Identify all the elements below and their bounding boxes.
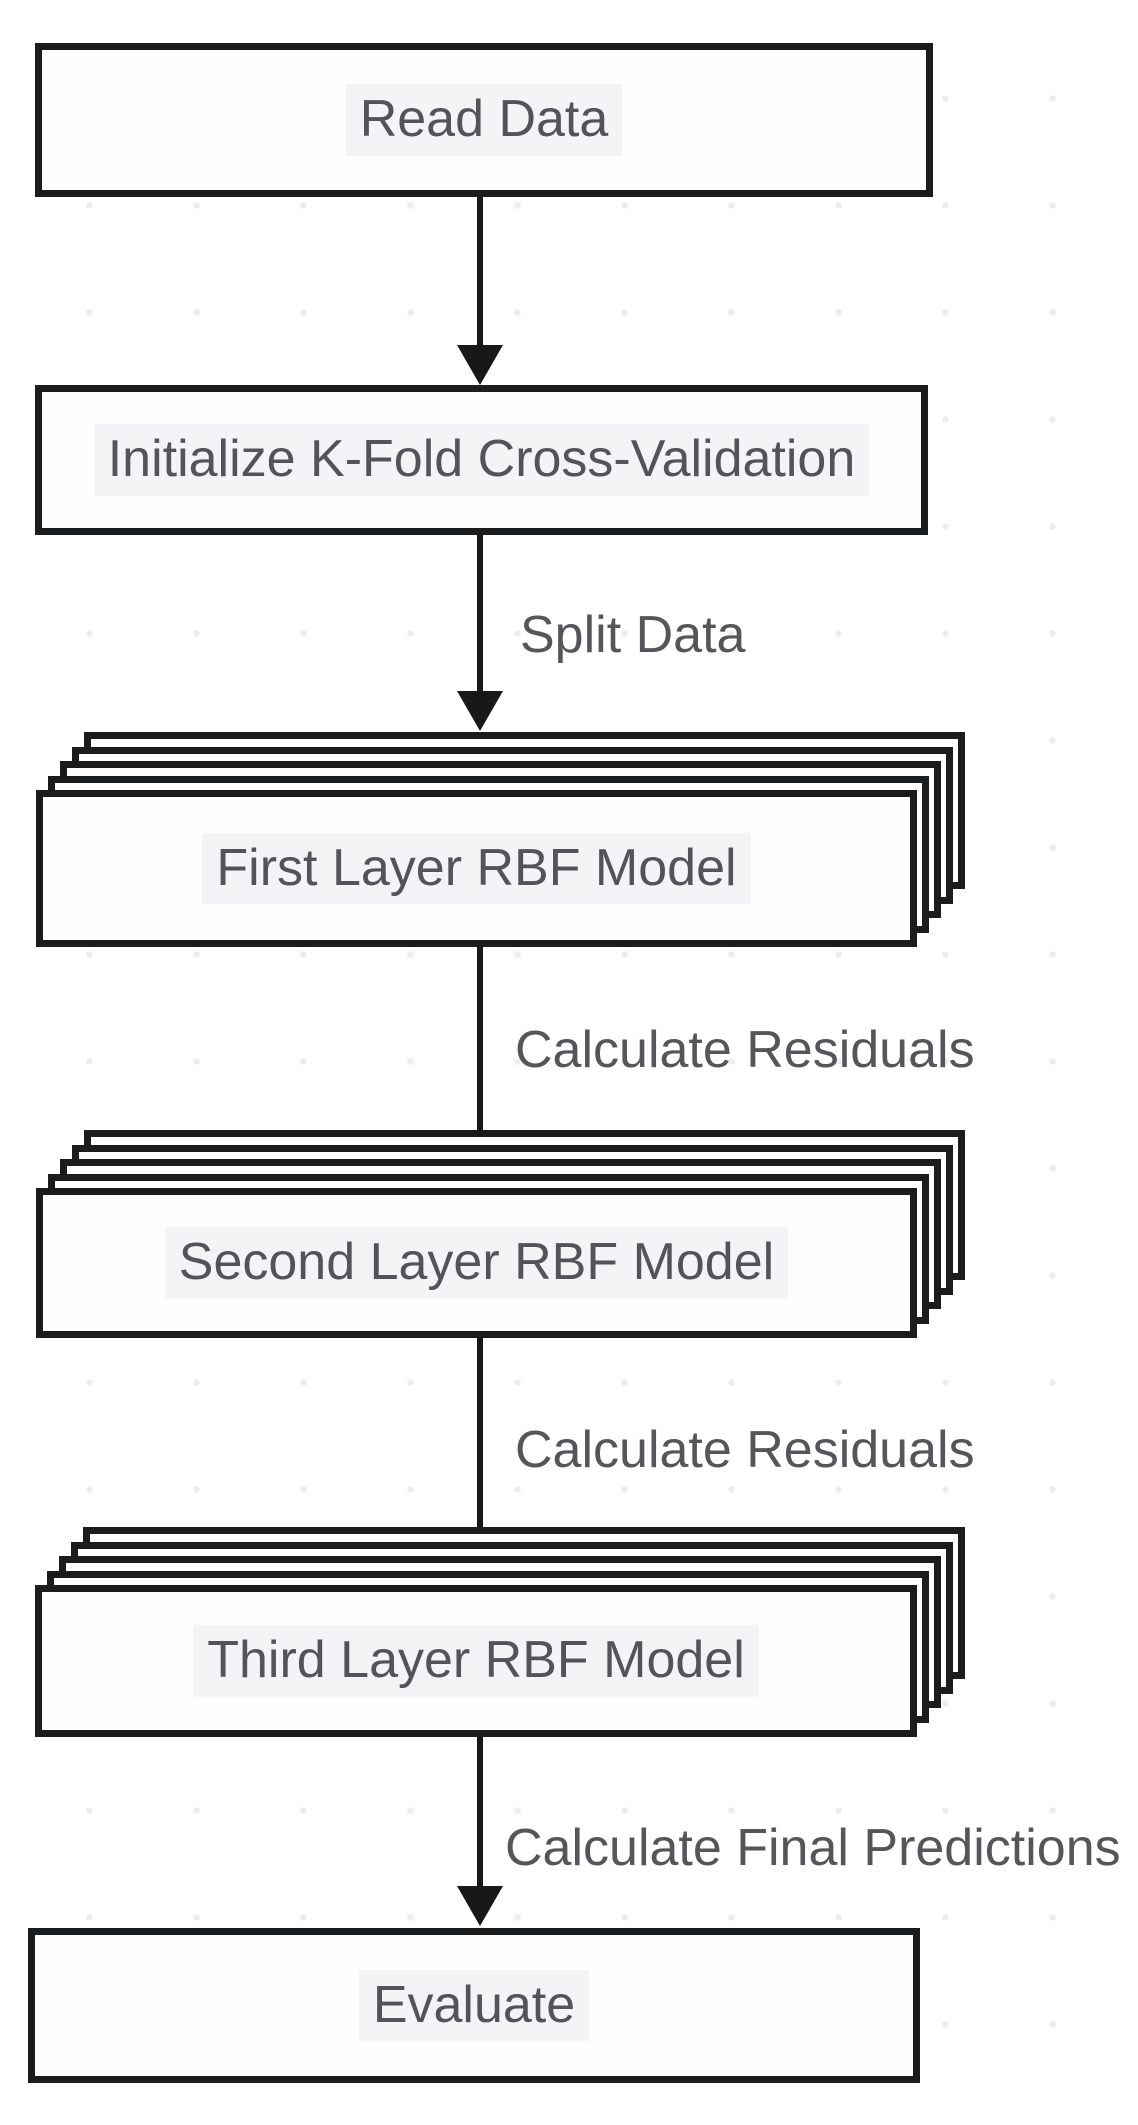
node-third-layer: Third Layer RBF Model bbox=[35, 1585, 917, 1737]
node-evaluate: Evaluate bbox=[28, 1928, 920, 2083]
arrow-line-3 bbox=[477, 947, 483, 1148]
arrow-line-2 bbox=[477, 535, 483, 693]
node-evaluate-label: Evaluate bbox=[358, 1969, 590, 2042]
arrow-line-5 bbox=[477, 1737, 483, 1888]
arrow-head-icon bbox=[457, 691, 503, 731]
arrow-line-4 bbox=[477, 1338, 483, 1543]
node-read-data-label: Read Data bbox=[345, 84, 623, 156]
edge-label-calc-final-predictions: Calculate Final Predictions bbox=[505, 1819, 1121, 1877]
arrow-head-icon bbox=[457, 1886, 503, 1926]
node-third-layer-stack: Third Layer RBF Model bbox=[35, 1527, 965, 1737]
node-second-layer-label: Second Layer RBF Model bbox=[164, 1227, 789, 1299]
node-first-layer: First Layer RBF Model bbox=[36, 790, 917, 947]
arrow-line-1 bbox=[477, 197, 483, 347]
edge-label-calc-residuals-2: Calculate Residuals bbox=[515, 1421, 975, 1479]
node-second-layer: Second Layer RBF Model bbox=[36, 1188, 917, 1338]
node-first-layer-stack: First Layer RBF Model bbox=[36, 732, 965, 947]
node-third-layer-label: Third Layer RBF Model bbox=[193, 1625, 759, 1697]
node-init-kfold: Initialize K-Fold Cross-Validation bbox=[35, 385, 928, 535]
arrow-head-icon bbox=[457, 345, 503, 385]
edge-label-calc-residuals-1: Calculate Residuals bbox=[515, 1021, 975, 1079]
node-read-data: Read Data bbox=[35, 43, 933, 197]
edge-label-split-data: Split Data bbox=[520, 606, 746, 664]
node-init-kfold-label: Initialize K-Fold Cross-Validation bbox=[93, 424, 870, 496]
node-second-layer-stack: Second Layer RBF Model bbox=[36, 1130, 965, 1338]
node-first-layer-label: First Layer RBF Model bbox=[202, 832, 751, 905]
